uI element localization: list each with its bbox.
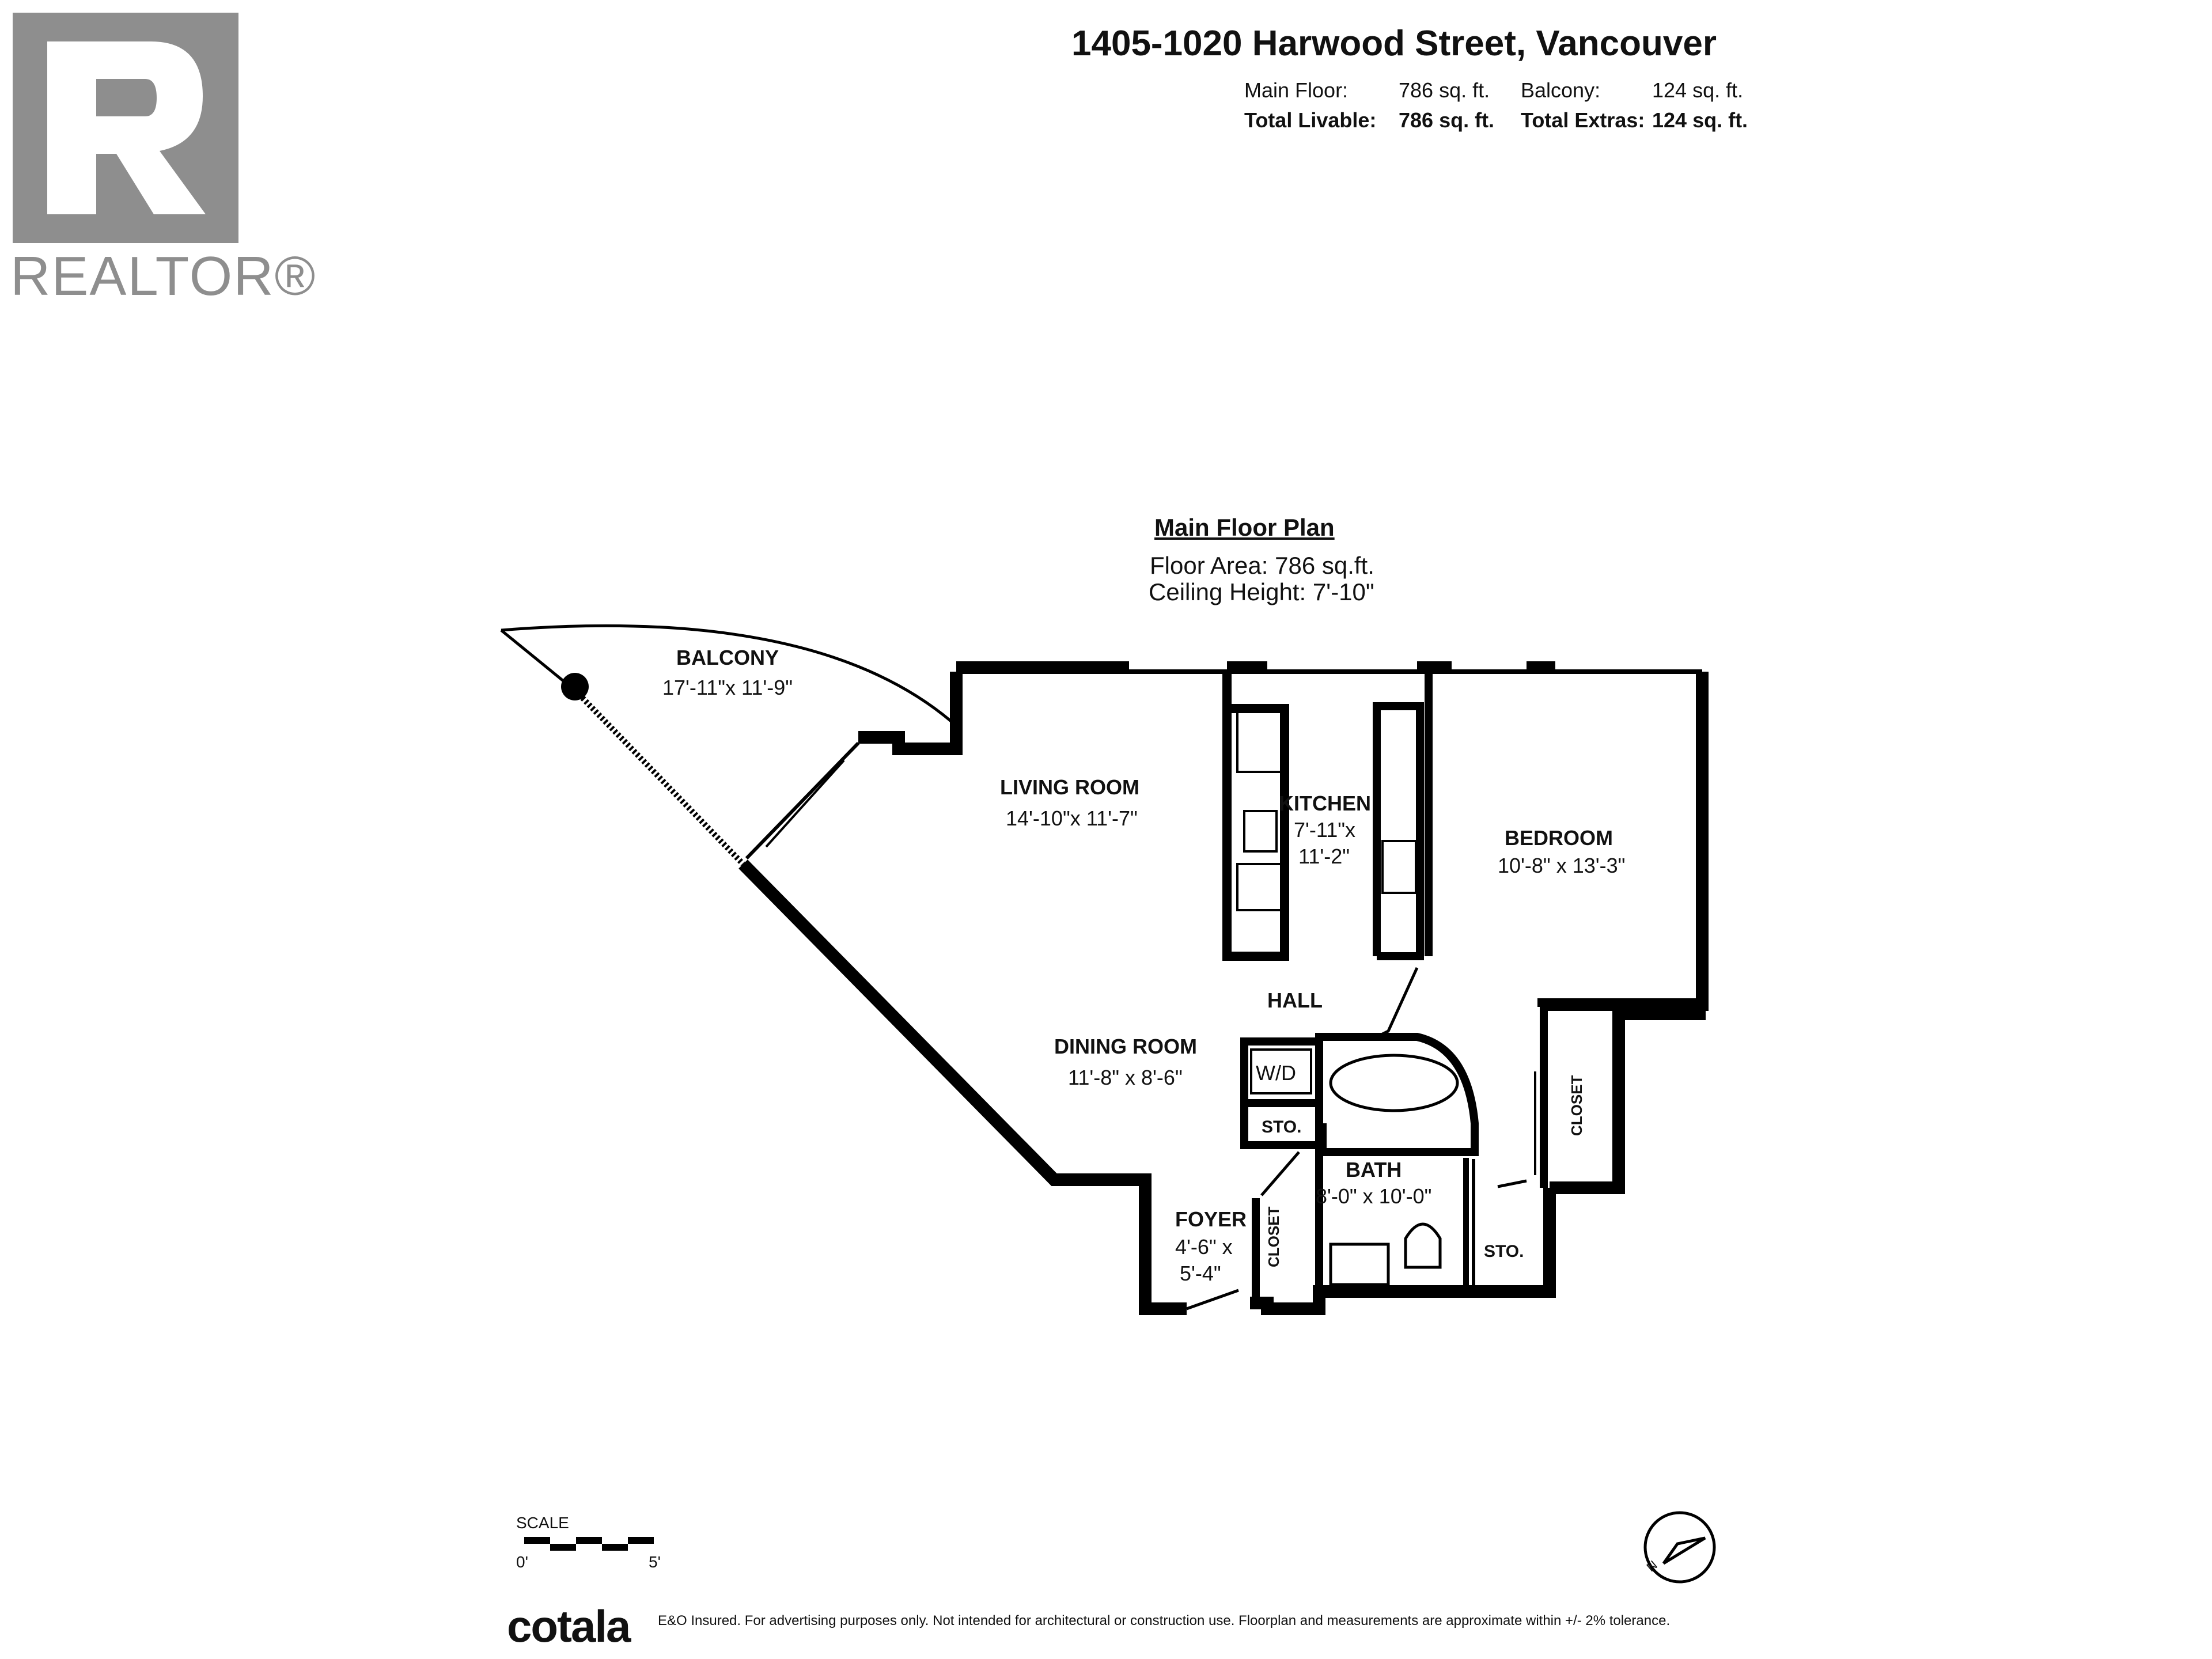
room-kitchen-dims1: 7'-11"x xyxy=(1294,818,1356,842)
property-address: 1405-1020 Harwood Street, Vancouver xyxy=(1071,24,1717,63)
room-kitchen: KITCHEN xyxy=(1279,791,1371,815)
room-foyer: FOYER xyxy=(1175,1207,1247,1231)
floor-area: Floor Area: 786 sq.ft. xyxy=(1150,552,1374,579)
room-bath-dims: 8'-0" x 10'-0" xyxy=(1316,1184,1432,1208)
total-extras-value: 124 sq. ft. xyxy=(1652,108,1748,132)
room-wd: W/D xyxy=(1256,1061,1296,1085)
north-arrow-icon xyxy=(1643,1511,1716,1584)
balcony-label: Balcony: xyxy=(1521,78,1601,102)
realtor-wordmark: REALTOR® xyxy=(10,245,317,307)
room-sto-1: STO. xyxy=(1262,1118,1302,1137)
cotala-logo: cotala xyxy=(507,1601,631,1652)
room-balcony: BALCONY xyxy=(676,646,779,669)
room-bath: BATH xyxy=(1346,1158,1402,1181)
realtor-logo-icon xyxy=(13,13,238,243)
bath-lower xyxy=(1315,1152,1466,1296)
bath-walls xyxy=(1315,1033,1479,1156)
total-livable-label: Total Livable: xyxy=(1244,108,1377,132)
room-living-dims: 14'-10"x 11'-7" xyxy=(1006,806,1138,830)
total-livable-value: 786 sq. ft. xyxy=(1399,108,1495,132)
disclaimer: E&O Insured. For advertising purposes on… xyxy=(658,1613,1671,1628)
plan-title: Main Floor Plan xyxy=(1154,514,1335,541)
main-floor-label: Main Floor: xyxy=(1244,78,1349,102)
room-dining-dims: 11'-8" x 8'-6" xyxy=(1068,1066,1183,1089)
room-closet-bedroom: CLOSET xyxy=(1568,1075,1585,1136)
room-foyer-dims2: 5'-4" xyxy=(1180,1262,1221,1285)
balcony-value: 124 sq. ft. xyxy=(1652,78,1744,102)
room-kitchen-dims2: 11'-2" xyxy=(1298,844,1350,868)
main-floor-value: 786 sq. ft. xyxy=(1399,78,1490,102)
balcony-railing xyxy=(501,624,956,726)
exterior-wall-bedroom xyxy=(1537,672,1709,1011)
room-closet-foyer: CLOSET xyxy=(1265,1206,1282,1267)
room-sto-2: STO. xyxy=(1484,1242,1524,1261)
realtor-logo xyxy=(13,13,238,243)
room-bedroom-dims: 10'-8" x 13'-3" xyxy=(1498,854,1626,877)
scale-bar xyxy=(524,1537,654,1551)
room-dining: DINING ROOM xyxy=(1054,1035,1197,1058)
scale-end: 5' xyxy=(649,1553,661,1571)
scale-label: SCALE xyxy=(516,1514,569,1532)
exterior-wall-diagonal xyxy=(738,859,1187,1315)
kitchen-right-counter xyxy=(1373,702,1424,960)
balcony-column xyxy=(561,673,589,700)
balcony-edge xyxy=(574,689,745,866)
room-balcony-dims: 17'-11"x 11'-9" xyxy=(662,676,793,699)
room-hall: HALL xyxy=(1267,988,1323,1012)
wd-closet xyxy=(1240,1037,1323,1149)
exterior-wall-bottom xyxy=(1250,1188,1556,1315)
exterior-wall-right xyxy=(1550,1007,1706,1194)
scale-start: 0' xyxy=(516,1553,528,1571)
room-living: LIVING ROOM xyxy=(1000,775,1139,799)
room-foyer-dims1: 4'-6" x xyxy=(1175,1235,1233,1259)
total-extras-label: Total Extras: xyxy=(1521,108,1645,132)
ceiling-height: Ceiling Height: 7'-10" xyxy=(1149,578,1374,605)
balcony-slider xyxy=(745,741,860,860)
room-bedroom: BEDROOM xyxy=(1505,826,1613,850)
